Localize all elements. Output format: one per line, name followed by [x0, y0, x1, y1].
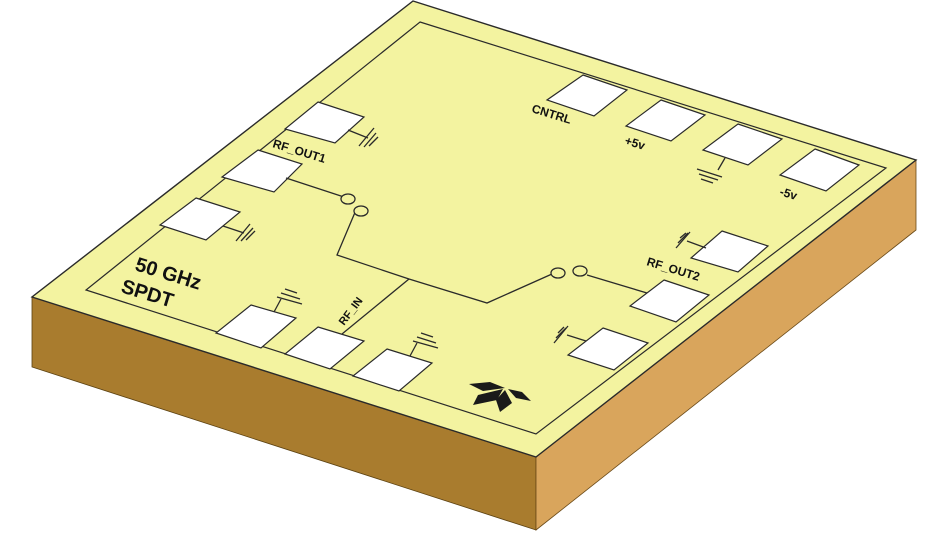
ground-symbol-icon: [358, 127, 379, 148]
pad-rf-out1: [220, 149, 345, 198]
pad-right-1: [675, 230, 770, 273]
switch-contact-icon: [340, 193, 356, 205]
ground-symbol-icon: [553, 325, 569, 344]
ground-symbol-icon: [412, 332, 439, 349]
ground-symbol-icon: [696, 168, 723, 184]
pad-minus5v: [778, 148, 861, 192]
pad-right-3: [553, 325, 650, 371]
label-plus5v: +5v: [623, 133, 647, 152]
pad-left-3: [158, 197, 256, 242]
ground-symbol-icon: [276, 288, 303, 305]
pad-rf-out2: [586, 274, 711, 323]
switch-schematic: [336, 193, 588, 304]
ground-symbol-icon: [675, 231, 691, 249]
teledyne-logo-icon: [469, 382, 531, 412]
switch-contact-icon: [353, 205, 369, 217]
switch-contact-icon: [572, 265, 588, 277]
ground-symbol-icon: [235, 223, 256, 242]
label-minus5v: -5v: [778, 184, 799, 203]
pad-bottom-3: [351, 332, 439, 392]
pad-bottom-1: [214, 288, 303, 349]
pad-gnd-top: [696, 123, 784, 184]
pad-left-1: [283, 101, 379, 148]
switch-contact-icon: [550, 267, 566, 279]
pad-plus5v: [624, 99, 707, 142]
pad-rf-in: [283, 278, 410, 370]
pad-cntrl: [545, 74, 629, 117]
